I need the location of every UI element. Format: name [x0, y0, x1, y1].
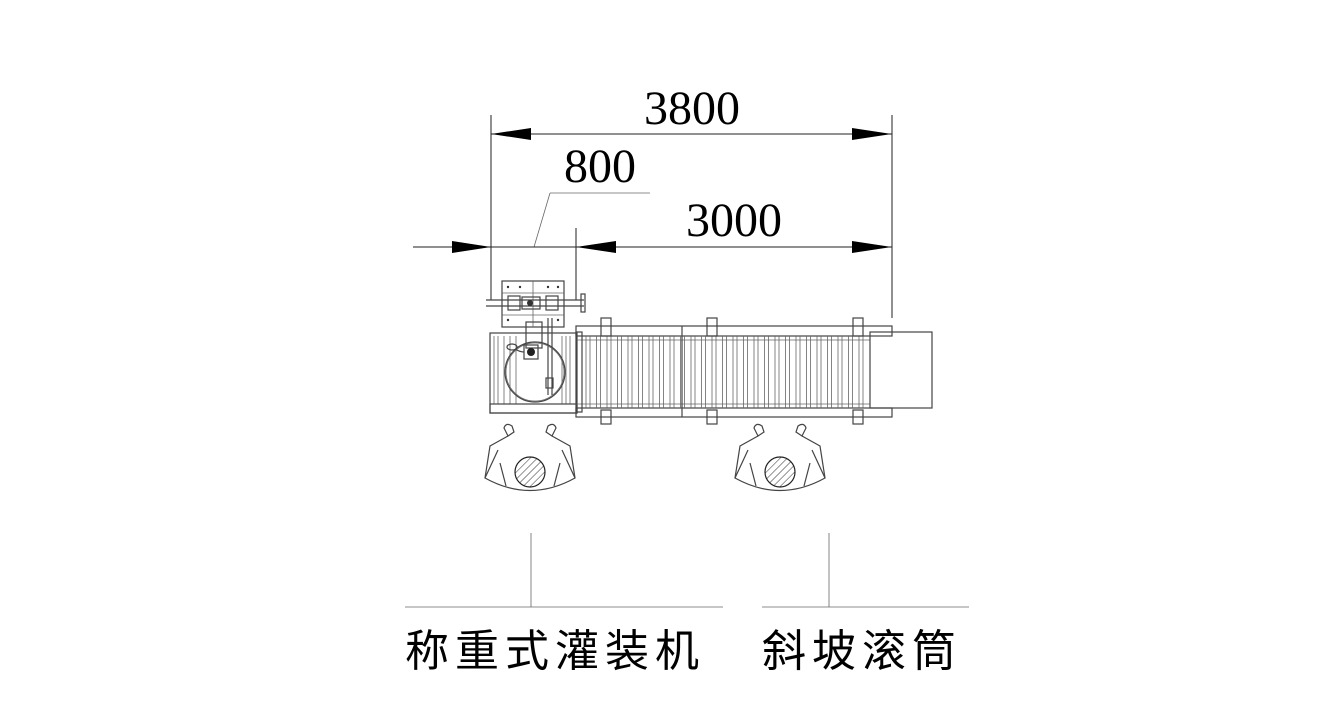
operator-1 [484, 423, 576, 492]
weighing-filling-machine [486, 280, 586, 414]
operator-2 [734, 423, 826, 492]
dimension-filler: 800 [413, 140, 650, 253]
label-roller-conveyor-text: 斜坡滚筒 [762, 626, 962, 677]
label-filling-machine: 称重式灌装机 [405, 533, 723, 677]
dimension-conveyor: 3000 [491, 194, 892, 300]
dimension-overall: 3800 [490, 82, 893, 318]
label-filling-machine-text: 称重式灌装机 [405, 626, 705, 677]
label-roller-conveyor: 斜坡滚筒 [762, 533, 969, 677]
dimension-filler-text: 800 [564, 140, 636, 193]
dimension-overall-text: 3800 [644, 82, 740, 135]
inclined-roller-conveyor [575, 317, 933, 425]
dimension-conveyor-text: 3000 [686, 194, 782, 247]
